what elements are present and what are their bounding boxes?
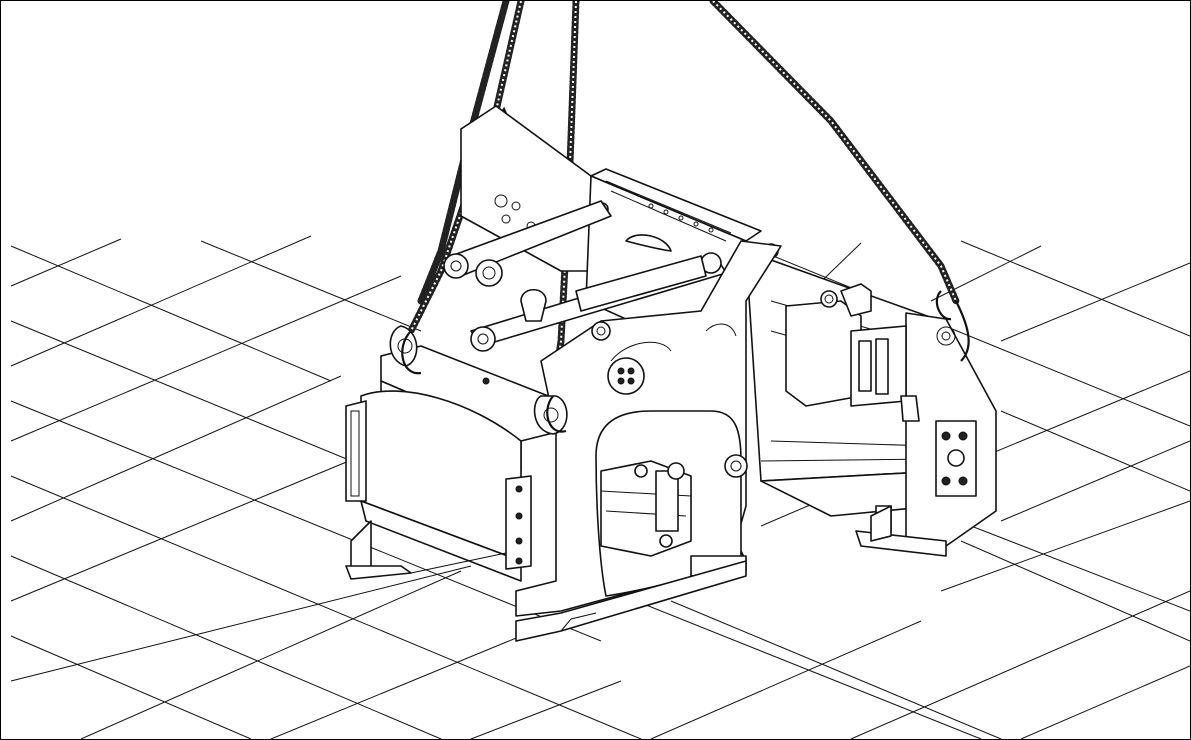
hydraulic-cylinders xyxy=(443,200,727,352)
shackle-hooks xyxy=(401,290,970,433)
gearbox-housing xyxy=(785,283,920,422)
left-housing xyxy=(345,325,562,582)
ground-grid xyxy=(10,235,1190,739)
bottom-foot xyxy=(870,505,892,542)
front-side-plate xyxy=(515,240,782,642)
